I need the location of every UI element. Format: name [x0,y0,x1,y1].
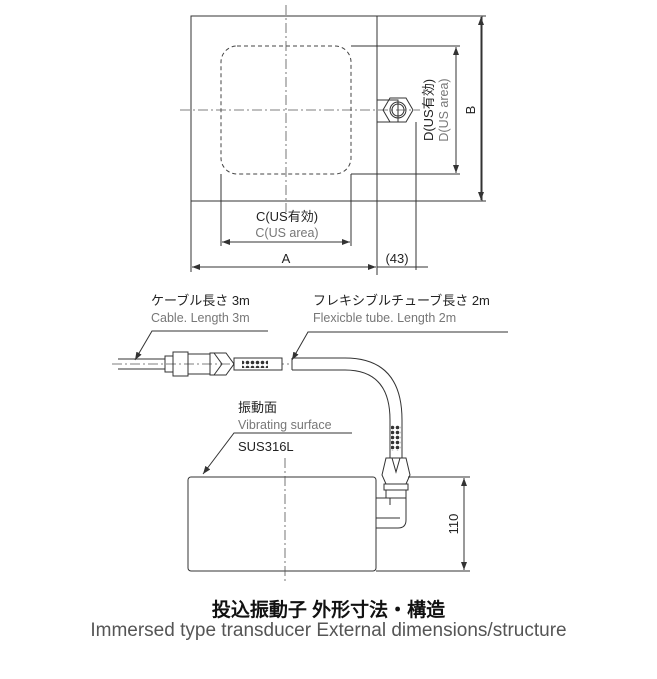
caption-title-jp: 投込振動子 外形寸法・構造 [211,600,446,621]
top-view: C(US有効) C(US area) A (43) D(US有効) D(US a… [180,5,486,275]
a-label: A [282,251,291,266]
fitting-top-icon [376,97,414,123]
caption-title-en: Immersed type transducer External dimens… [90,620,567,641]
surface-leader [202,432,352,475]
offset-label: (43) [385,251,408,266]
cable-icon [112,351,290,377]
cable-label-jp: ケーブル長さ 3m [151,293,250,308]
tube-label-en: Flexicble tube. Length 2m [313,311,456,325]
c-label-en: C(US area) [255,226,318,240]
height-label: 110 [446,514,461,535]
transducer-body [187,476,377,572]
surface-label-en: Vibrating surface [238,418,332,432]
material-label: SUS316L [238,439,294,454]
cable-leader [134,330,268,361]
side-view: ケーブル長さ 3m Cable. Length 3m フレキシブルチューブ長さ … [112,293,508,582]
tube-leader [291,331,508,361]
d-label-jp: D(US有効) [421,79,436,141]
d-label-en: D(US area) [437,78,451,141]
c-label-jp: C(US有効) [256,209,318,224]
cable-label-en: Cable. Length 3m [151,311,250,325]
tube-label-jp: フレキシブルチューブ長さ 2m [313,293,490,308]
b-label: B [463,106,478,115]
surface-label-jp: 振動面 [238,400,277,415]
flexible-tube-icon [291,357,411,529]
